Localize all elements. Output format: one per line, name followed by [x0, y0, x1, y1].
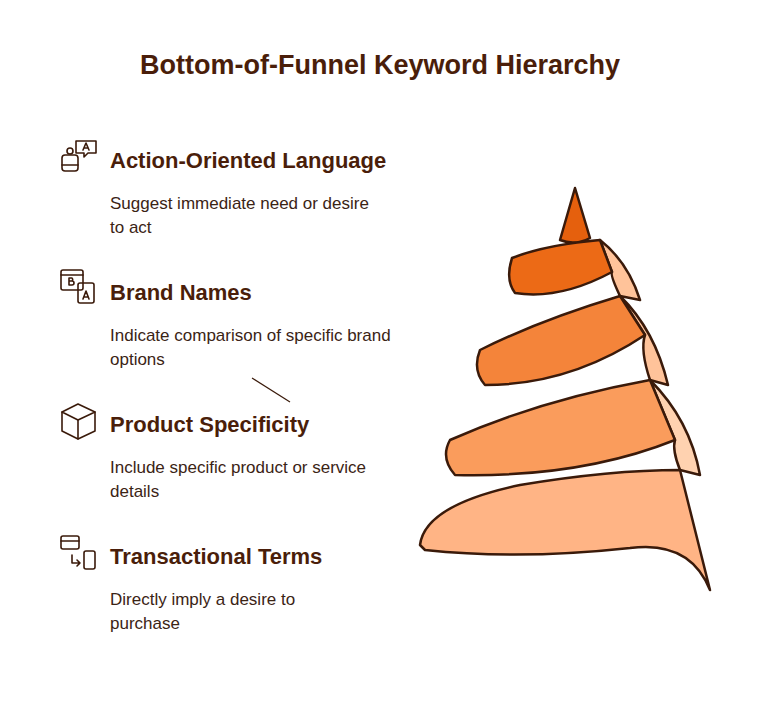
- item-heading: Product Specificity: [110, 412, 309, 438]
- transaction-icon: [61, 536, 95, 569]
- item-description: Include specific product or service deta…: [110, 456, 370, 504]
- item-heading: Transactional Terms: [110, 544, 322, 570]
- leader-line: [252, 378, 290, 402]
- box-icon: [62, 404, 95, 439]
- action-icon: [62, 141, 96, 171]
- brand-icon: [61, 270, 94, 303]
- item-description: Directly imply a desire to purchase: [110, 588, 350, 636]
- item-description: Indicate comparison of specific brand op…: [110, 324, 410, 372]
- diagram-title: Bottom-of-Funnel Keyword Hierarchy: [0, 50, 760, 81]
- item-heading: Action-Oriented Language: [110, 148, 386, 174]
- item-description: Suggest immediate need or desire to act: [110, 192, 370, 240]
- item-heading: Brand Names: [110, 280, 252, 306]
- spiral-cone: [420, 188, 710, 590]
- icons: [61, 141, 96, 569]
